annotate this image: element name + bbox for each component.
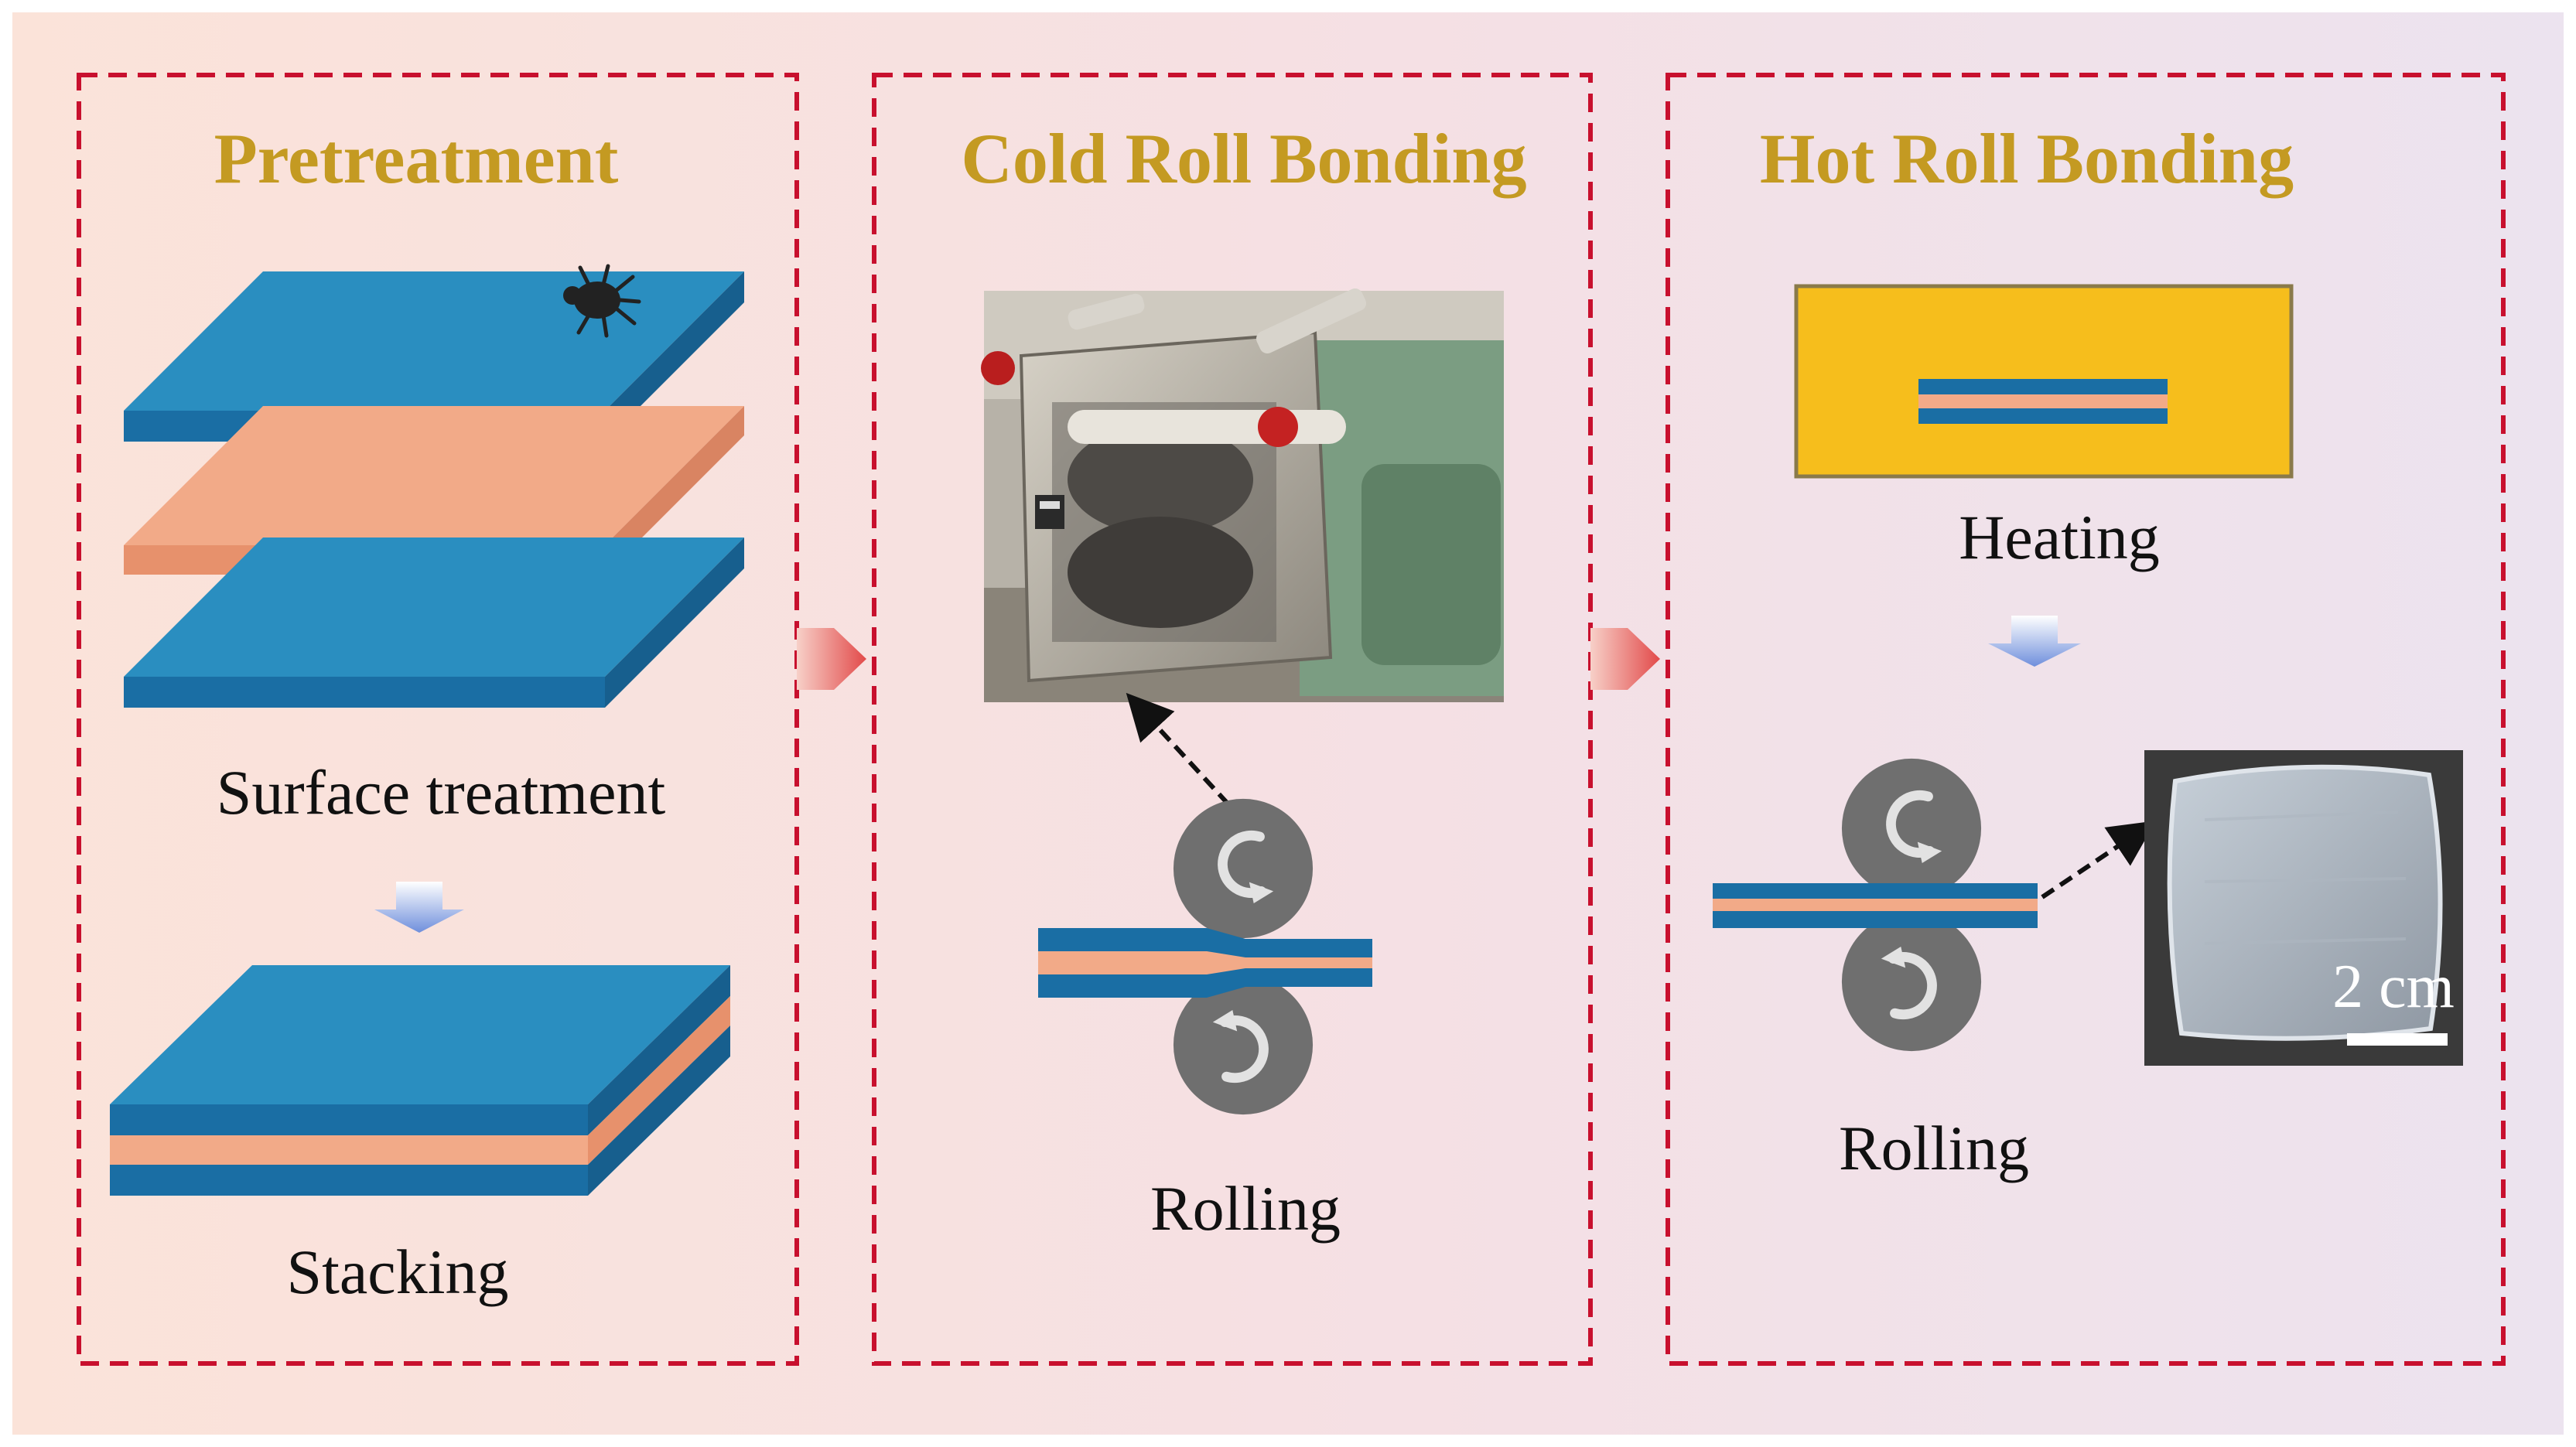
- stacked-composite: [110, 965, 730, 1196]
- stacking-label: Stacking: [287, 1237, 509, 1307]
- hot-rolling-schematic: [1713, 759, 2038, 1051]
- upper-roller-icon: [1174, 799, 1313, 938]
- surface-treatment-label: Surface treatment: [217, 757, 666, 828]
- pretreatment-panel: Pretreatment: [77, 73, 799, 1366]
- rolling-mill-photo: [981, 288, 1504, 702]
- background: [12, 12, 2564, 1435]
- bottom-blue-plate: [124, 538, 744, 708]
- cold-roll-bonding-panel: Cold Roll Bonding: [872, 73, 1593, 1366]
- hot-roll-bonding-border: [1666, 73, 2506, 1366]
- sample-photo: 2 cm: [2144, 750, 2463, 1066]
- scale-bar: [2347, 1033, 2448, 1046]
- hot-rolling-label: Rolling: [1839, 1113, 2029, 1183]
- pretreatment-title: Pretreatment: [214, 119, 619, 198]
- bug-icon: [563, 264, 641, 338]
- cold-rolling-label: Rolling: [1150, 1173, 1341, 1244]
- hot-roll-bonding-panel: Hot Roll Bonding Heating 2 cm Rolli: [1666, 73, 2506, 1366]
- down-arrow-icon: [1988, 616, 2081, 667]
- pretreatment-border: [77, 73, 799, 1366]
- cold-rolling-schematic: [1038, 799, 1372, 1114]
- heating-label: Heating: [1959, 502, 2160, 572]
- cold-roll-bonding-border: [872, 73, 1593, 1366]
- upper-roller-icon: [1842, 759, 1981, 898]
- cold-roll-bonding-title: Cold Roll Bonding: [961, 119, 1526, 198]
- strip-to-sample-arrow: [2041, 821, 2156, 899]
- hot-roll-bonding-title: Hot Roll Bonding: [1760, 119, 2294, 198]
- right-arrow-icon: [797, 628, 866, 690]
- right-arrow-icon: [1590, 628, 1660, 690]
- lower-roller-icon: [1842, 912, 1981, 1051]
- furnace: [1794, 284, 2294, 479]
- scale-bar-label: 2 cm: [2332, 953, 2455, 1021]
- down-arrow-icon: [374, 882, 464, 933]
